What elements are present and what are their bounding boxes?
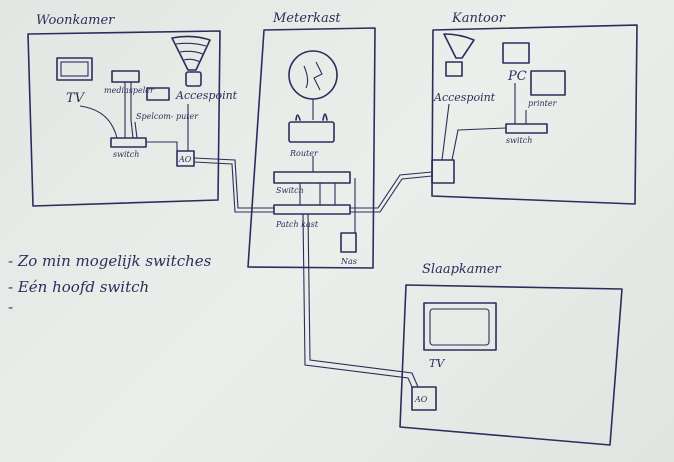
wall-socket-label: AO <box>414 395 428 404</box>
switch-label: Switch <box>276 186 304 195</box>
patchkast-label: Patch kast <box>275 220 319 229</box>
pc-monitor-icon <box>502 42 530 64</box>
switch-label: switch <box>506 136 532 145</box>
tv-icon <box>423 302 497 351</box>
cable-woonkamer-meterkast <box>193 157 274 213</box>
room-outline <box>27 30 221 207</box>
accesspoint-label: Accespoint <box>433 91 496 104</box>
accesspoint-icon <box>171 35 211 71</box>
note-3: - <box>8 298 13 316</box>
globe-detail <box>303 61 323 91</box>
nas-icon <box>340 232 357 253</box>
tv-label: TV <box>429 357 445 370</box>
router-antennas <box>295 113 328 121</box>
wall-socket-label: AO <box>178 155 192 164</box>
room-slaapkamer: Slaapkamer TV AO <box>399 262 623 446</box>
cables <box>441 83 527 161</box>
room-title-woonkamer: Woonkamer <box>36 13 115 28</box>
printer-label: printer <box>528 99 558 108</box>
pc-label: PC <box>507 69 527 84</box>
room-outline <box>399 284 623 446</box>
cable-kantoor-meterkast <box>350 171 433 213</box>
tv-screen <box>429 308 490 346</box>
spelcomputer-label: Spelcom- puter <box>136 112 199 121</box>
inter-room-cables <box>193 157 433 388</box>
note-1: - Zo min mogelijk switches <box>8 252 212 270</box>
mediaspeler-icon <box>111 70 140 83</box>
patchkast-icon <box>273 204 351 215</box>
room-outline <box>431 24 638 205</box>
wall-socket-icon <box>411 386 437 411</box>
room-outline <box>247 27 376 269</box>
tv-icon <box>56 57 93 81</box>
accesspoint-icon <box>443 33 475 59</box>
wall-socket-icon <box>431 159 455 184</box>
room-kantoor: Kantoor Accespoint PC printer switch <box>431 11 638 205</box>
switch-icon <box>110 137 147 148</box>
room-title-kantoor: Kantoor <box>451 11 506 26</box>
room-title-slaapkamer: Slaapkamer <box>422 262 502 277</box>
accesspoint-box <box>445 61 463 77</box>
tv-screen <box>60 61 89 77</box>
cables <box>79 82 189 151</box>
nas-label: Nas <box>340 257 357 266</box>
printer-icon <box>530 70 566 96</box>
wifi-waves <box>175 42 207 63</box>
router-label: Router <box>289 149 319 158</box>
switch-label: switch <box>113 150 139 159</box>
room-title-meterkast: Meterkast <box>272 11 341 26</box>
switch-icon <box>273 171 351 184</box>
room-woonkamer: Woonkamer TV mediaspeler Spelcom- puter … <box>27 13 238 207</box>
room-meterkast: Meterkast Router Switch Patch kast Nas <box>247 11 376 269</box>
cables <box>299 156 356 233</box>
notes: - Zo min mogelijk switches - Eén hoofd s… <box>8 252 212 316</box>
spelcomputer-icon <box>146 87 170 101</box>
accesspoint-box <box>185 71 202 87</box>
note-2: - Eén hoofd switch <box>8 278 149 296</box>
router-icon <box>288 121 335 143</box>
switch-icon <box>505 123 548 134</box>
cable-slaapkamer-meterkast <box>302 213 419 388</box>
mediaspeler-label: mediaspeler <box>104 86 155 95</box>
tv-label: TV <box>66 91 86 106</box>
internet-globe-icon <box>288 50 338 100</box>
accesspoint-label: Accespoint <box>175 89 238 102</box>
